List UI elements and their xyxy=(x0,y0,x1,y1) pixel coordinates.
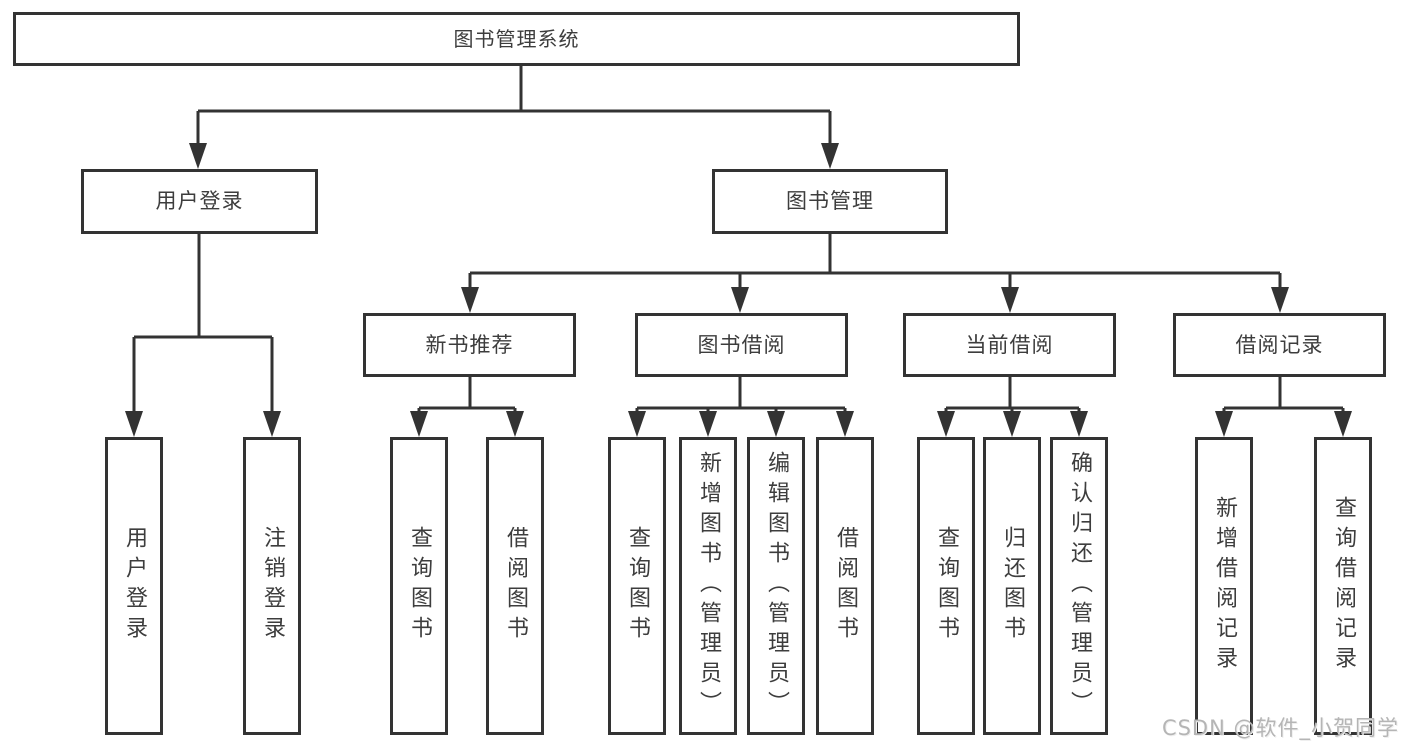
node-borrowing-records: 借阅记录 xyxy=(1173,313,1386,377)
node-library-management-system: 图书管理系统 xyxy=(13,12,1020,66)
node-user-login: 用户登录 xyxy=(81,169,318,234)
leaf-query-books-2: 查询图书 xyxy=(608,437,666,735)
csdn-watermark: CSDN @软件_小贺同学 xyxy=(1161,716,1399,740)
leaf-borrow-books-2: 借阅图书 xyxy=(816,437,874,735)
node-book-borrowing: 图书借阅 xyxy=(635,313,848,377)
node-book-management: 图书管理 xyxy=(712,169,948,234)
leaf-add-book-admin: 新增图书（管理员） xyxy=(679,437,737,735)
arrowheads xyxy=(125,143,1352,437)
leaf-query-borrow-record: 查询借阅记录 xyxy=(1314,437,1372,735)
leaf-query-books-1: 查询图书 xyxy=(390,437,448,735)
leaf-query-books-3: 查询图书 xyxy=(917,437,975,735)
leaf-user-login: 用户登录 xyxy=(105,437,163,735)
leaf-borrow-books-1: 借阅图书 xyxy=(486,437,544,735)
node-new-book-recommendation: 新书推荐 xyxy=(363,313,576,377)
leaf-confirm-return-admin: 确认归还（管理员） xyxy=(1050,437,1108,735)
leaf-edit-book-admin: 编辑图书（管理员） xyxy=(747,437,805,735)
leaf-add-borrow-record: 新增借阅记录 xyxy=(1195,437,1253,735)
leaf-return-books: 归还图书 xyxy=(983,437,1041,735)
node-current-borrowing: 当前借阅 xyxy=(903,313,1116,377)
leaf-logout: 注销登录 xyxy=(243,437,301,735)
